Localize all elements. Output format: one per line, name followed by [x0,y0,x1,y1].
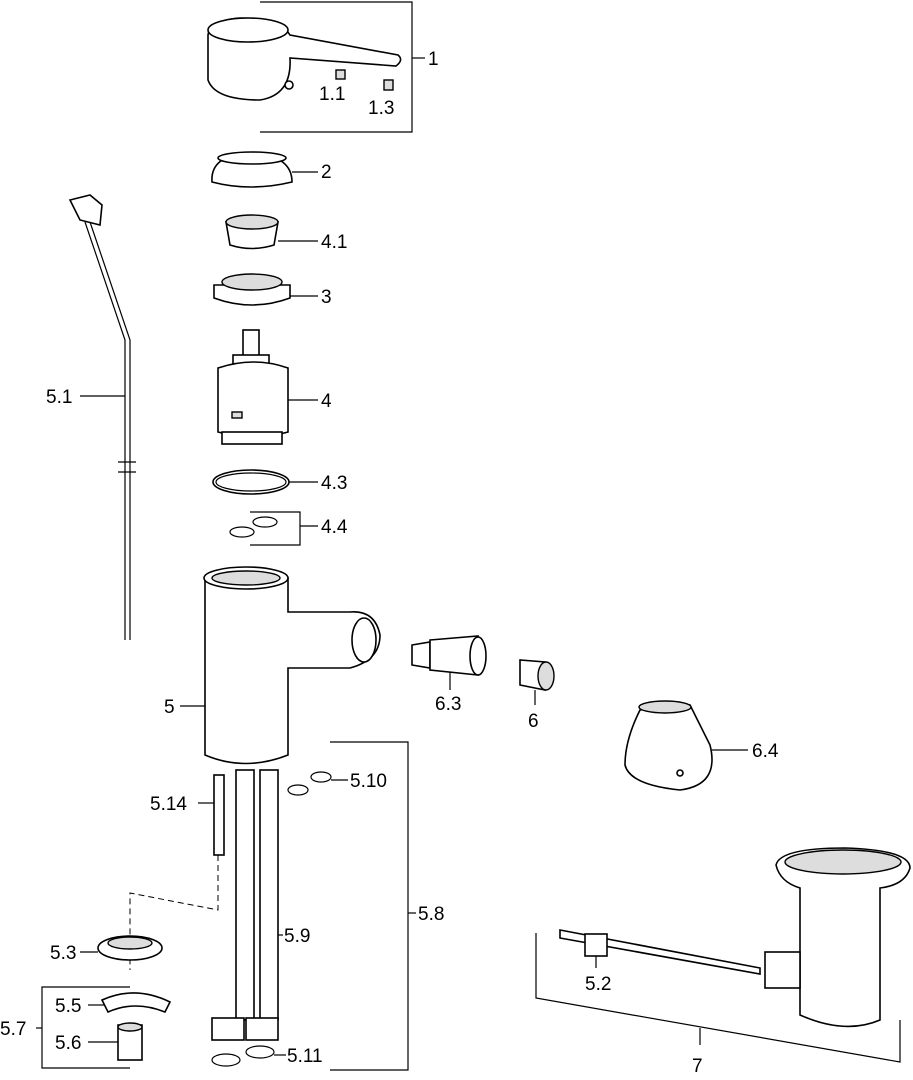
label-5-6: 5.6 [55,1033,81,1054]
label-1-1: 1.1 [319,84,345,105]
part-5-6-nut [88,1022,143,1061]
label-5-8: 5.8 [418,904,444,925]
part-2-cap [211,151,318,188]
part-5-10-washers [287,771,348,796]
part-5-mixer-body [180,566,381,765]
label-5-7: 5.7 [0,1019,26,1040]
part-5-11-washers [211,1045,286,1067]
part-4-3-o-ring [212,469,318,495]
label-5-2: 5.2 [585,974,611,995]
part-4-cartridge [217,329,318,445]
label-5: 5 [164,697,175,718]
part-6-4-key-tool [624,700,748,791]
label-5-3: 5.3 [50,943,76,964]
label-3: 3 [321,287,332,308]
label-5-9: 5.9 [284,926,310,947]
label-4-3: 4.3 [321,473,347,494]
label-2: 2 [321,162,332,183]
label-5-10: 5.10 [350,771,387,792]
label-6-3: 6.3 [435,694,461,715]
label-1: 1 [428,49,439,70]
label-5-5: 5.5 [55,996,81,1017]
part-5-1-popup-rod [68,194,136,640]
part-7-waste-set [535,847,911,1063]
assembly-guide-line [129,855,219,970]
part-4-1-ring [225,214,318,250]
part-5-5-clamp [88,992,172,1014]
label-5-1: 5.1 [46,387,72,408]
part-3-nut [213,273,318,306]
part-5-9-hoses [211,769,283,1041]
part-4-4-small-o-rings [229,511,318,546]
label-6-4: 6.4 [752,741,779,762]
label-4: 4 [321,391,332,412]
label-7: 7 [692,1056,703,1077]
part-5-3-fixing-plate [80,935,163,961]
part-5-14-stud [198,774,225,856]
part-1-lever-handle [207,1,425,133]
label-4-4: 4.4 [321,517,348,538]
label-1-3: 1.3 [368,98,394,119]
part-6-3-adapter [411,635,487,690]
part-6-aerator [519,659,555,705]
label-5-14: 5.14 [150,794,187,815]
bracket-5-8 [330,741,409,1071]
label-6: 6 [528,711,539,732]
label-4-1: 4.1 [321,232,347,253]
label-5-11: 5.11 [287,1046,323,1067]
